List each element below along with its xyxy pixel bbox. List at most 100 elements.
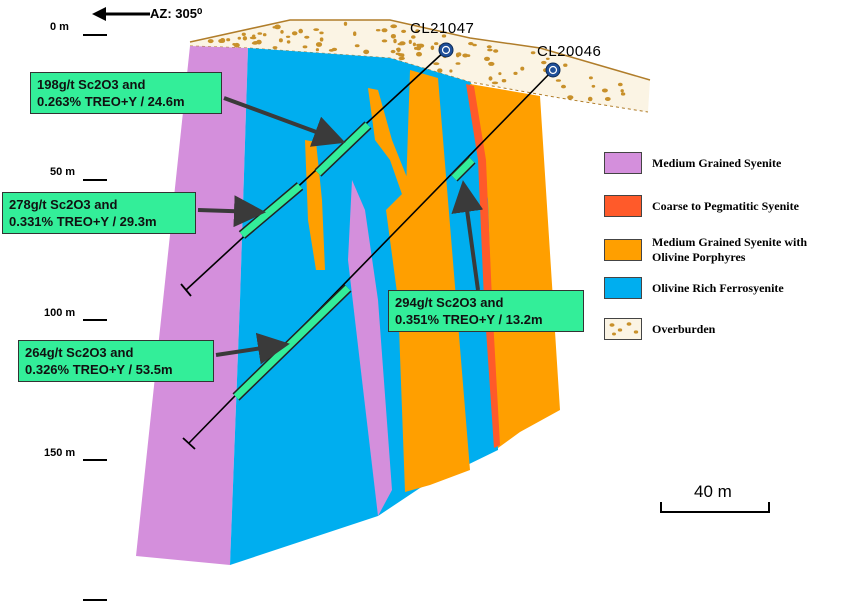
overburden-dot	[434, 42, 439, 46]
legend-label: Medium Grained Syenite with Olivine Porp…	[652, 235, 807, 264]
overburden-dot	[468, 42, 474, 46]
overburden-dot	[390, 24, 398, 29]
intercept-callout-4: 264g/t Sc2O3 and 0.326% TREO+Y / 53.5m	[18, 340, 214, 382]
overburden-dot	[315, 42, 323, 47]
overburden-dot	[491, 81, 499, 85]
intercept-callout-3: 294g/t Sc2O3 and 0.351% TREO+Y / 13.2m	[388, 290, 584, 332]
overburden-dot	[343, 21, 348, 26]
overburden-dot	[286, 40, 291, 44]
scale-bar	[660, 502, 770, 513]
depth-label-150: 150 m	[44, 447, 76, 459]
overburden-dot	[272, 26, 276, 29]
intercept-grade: 198g/t Sc2O3 and	[37, 77, 146, 92]
overburden-dot	[513, 71, 518, 75]
intercept-callout-2: 278g/t Sc2O3 and 0.331% TREO+Y / 29.3m	[2, 192, 196, 234]
overburden-dot	[272, 46, 278, 50]
overburden-dot	[520, 66, 525, 71]
intercept-treo: 0.326% TREO+Y / 53.5m	[25, 362, 173, 377]
overburden-dot	[620, 92, 626, 96]
overburden-dot	[237, 36, 241, 40]
intercept-treo: 0.331% TREO+Y / 29.3m	[9, 214, 157, 229]
overburden-dot	[285, 35, 291, 38]
overburden-dot	[315, 48, 319, 52]
overburden-dot	[437, 68, 443, 73]
legend-item-medium-grained-syenite: Medium Grained Syenite	[604, 152, 781, 174]
overburden-dot	[393, 38, 397, 44]
overburden-dot	[484, 56, 490, 62]
overburden-dot	[433, 62, 440, 66]
collar-cl20046	[545, 62, 561, 78]
overburden-dot	[395, 52, 401, 56]
legend-swatch	[604, 152, 642, 174]
overburden-dot	[328, 49, 335, 52]
overburden-dot	[455, 62, 461, 65]
intercept-bar	[451, 157, 475, 181]
leader-arrow	[215, 332, 290, 365]
legend-item-overburden: Overburden	[604, 318, 715, 340]
overburden-dot	[601, 88, 608, 93]
overburden-dot	[441, 34, 447, 38]
overburden-dot	[400, 53, 405, 57]
overburden-dot	[274, 24, 281, 30]
overburden-dot	[233, 42, 240, 48]
overburden-dot	[226, 38, 231, 42]
intercept-grade: 278g/t Sc2O3 and	[9, 197, 118, 212]
collar-cl21047	[438, 42, 454, 58]
intercept-grade: 264g/t Sc2O3 and	[25, 345, 134, 360]
overburden-dot	[620, 89, 624, 93]
overburden-dot	[555, 79, 562, 82]
overburden-dot	[493, 49, 499, 53]
overburden-dot	[412, 42, 416, 47]
depth-label-50: 50 m	[50, 166, 76, 178]
overburden-dot	[319, 31, 324, 35]
legend-swatch	[604, 277, 642, 299]
overburden-dot	[381, 39, 388, 43]
overburden-dot	[398, 56, 405, 61]
depth-label-100: 100 m	[44, 307, 76, 319]
porphyres-east	[470, 84, 560, 448]
overburden-dot	[280, 30, 284, 34]
overburden-dot	[498, 72, 502, 76]
overburden-dot	[278, 38, 283, 43]
overburden-dot	[313, 28, 320, 31]
overburden-dot	[381, 28, 388, 33]
drill-trace-end-cl21047	[180, 283, 192, 297]
overburden-dot	[396, 48, 401, 51]
overburden-dot	[415, 29, 420, 33]
leader-arrow	[197, 195, 266, 228]
overburden-dot	[353, 31, 357, 36]
overburden-dot	[416, 51, 422, 57]
overburden-dot	[390, 34, 396, 39]
medium-grained-syenite-central	[348, 180, 392, 516]
intercept-treo: 0.263% TREO+Y / 24.6m	[37, 94, 185, 109]
overburden-dot	[587, 96, 593, 102]
azimuth-label: AZ: 305⁰	[150, 6, 203, 21]
overburden-dot	[486, 45, 492, 49]
overburden-dot	[302, 45, 308, 49]
scale-bar-label: 40 m	[694, 482, 732, 501]
overburden-dot	[488, 61, 495, 66]
overburden-dot	[411, 35, 416, 39]
overburden-dot	[561, 84, 566, 89]
overburden-dot	[390, 49, 396, 54]
overburden-dot	[545, 57, 550, 60]
depth-label-0: 0 m	[50, 21, 69, 33]
drill-trace-end-cl20046	[182, 437, 196, 450]
overburden-dot	[449, 69, 453, 73]
intercept-grade: 294g/t Sc2O3 and	[395, 295, 504, 310]
intercept-bar	[315, 122, 371, 176]
overburden-dot	[591, 84, 596, 88]
drill-hole-label-cl20046: CL20046	[537, 43, 602, 60]
leader-arrow	[451, 180, 484, 291]
overburden-dot	[487, 48, 493, 52]
overburden-dot	[563, 63, 568, 67]
overburden-dot	[472, 43, 477, 47]
overburden-dot	[256, 39, 262, 45]
coarse-pegmatitic-syenite	[466, 84, 500, 448]
legend-overburden-dots	[605, 319, 641, 339]
porphyres-dyke-b	[368, 88, 410, 200]
overburden-dot	[375, 29, 381, 32]
overburden-dot	[252, 34, 256, 38]
overburden-texture	[207, 21, 626, 102]
